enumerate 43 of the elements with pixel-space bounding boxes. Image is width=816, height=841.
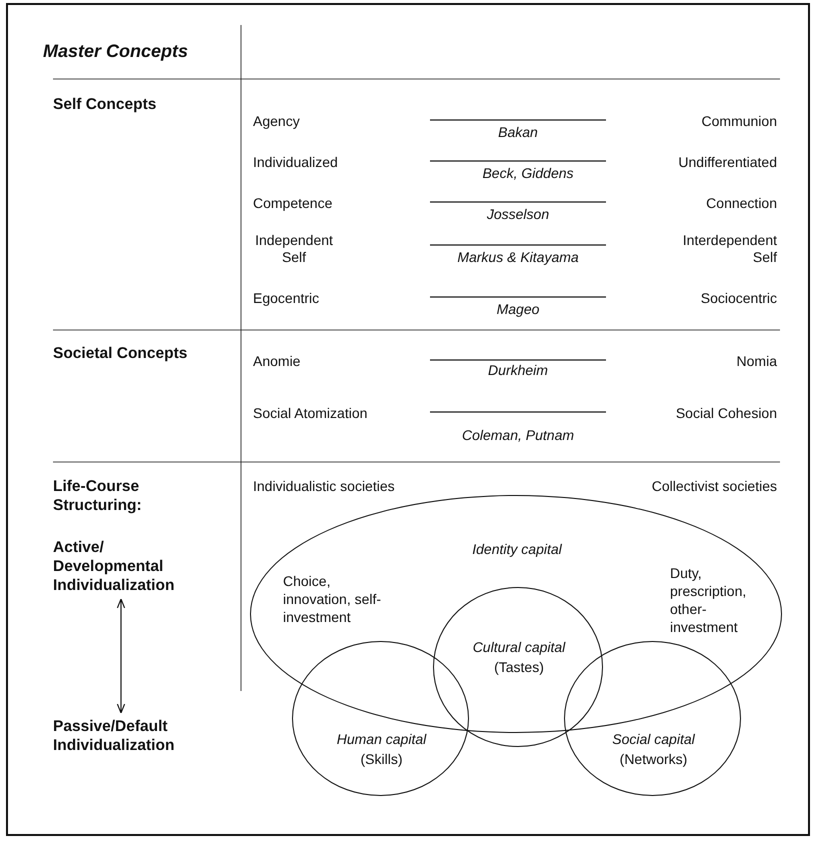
double-arrow	[116, 598, 126, 714]
concept-term: Social Cohesion	[676, 405, 777, 422]
section-heading: Life-Course Structuring:	[53, 477, 143, 515]
capital-name: Human capital	[336, 730, 428, 748]
concept-label: Active/ Developmental Individualization	[53, 538, 218, 595]
concept-term: Nomia	[736, 353, 777, 370]
capital-circle	[564, 641, 741, 796]
concept-term: Individualized	[253, 154, 338, 171]
concept-term: Interdependent Self	[682, 232, 777, 266]
capital-ellipse	[250, 495, 782, 733]
concept-term: Communion	[702, 113, 777, 130]
concept-term: Connection	[706, 195, 777, 212]
author-name: Durkheim	[487, 362, 549, 379]
concept-term: Competence	[253, 195, 332, 212]
capital-name: Social capital	[611, 730, 696, 748]
concept-term: Independent Self	[254, 232, 334, 266]
capital-subtitle: (Networks)	[618, 750, 688, 768]
capital-circle	[433, 587, 603, 747]
column-heading: Collectivist societies	[652, 478, 777, 495]
concept-term: Sociocentric	[700, 290, 777, 307]
section-heading: Self Concepts	[53, 95, 156, 114]
capital-subtitle: (Tastes)	[493, 658, 545, 676]
capital-name: Cultural capital	[472, 638, 566, 656]
concept-term: Undifferentiated	[678, 154, 777, 171]
section-heading: Master Concepts	[43, 41, 188, 62]
ellipse-note: Choice, innovation, self-investment	[283, 572, 382, 626]
concept-term: Agency	[253, 113, 300, 130]
author-name: Beck, Giddens	[481, 165, 575, 182]
concept-term: Anomie	[253, 353, 300, 370]
concept-term: Egocentric	[253, 290, 320, 307]
concept-term: Social Atomization	[253, 405, 368, 422]
capital-subtitle: (Skills)	[360, 750, 404, 768]
capital-name: Identity capital	[471, 540, 563, 558]
ellipse-note: Duty, prescription, other-investment	[670, 564, 748, 636]
concept-label: Passive/Default Individualization	[53, 717, 218, 755]
column-heading: Individualistic societies	[253, 478, 395, 495]
author-name: Coleman, Putnam	[460, 427, 576, 444]
author-name: Bakan	[497, 124, 539, 141]
section-heading: Societal Concepts	[53, 344, 188, 363]
author-name: Markus & Kitayama	[456, 249, 580, 266]
capital-circle	[292, 641, 469, 796]
author-name: Josselson	[486, 206, 550, 223]
author-name: Mageo	[496, 301, 540, 318]
